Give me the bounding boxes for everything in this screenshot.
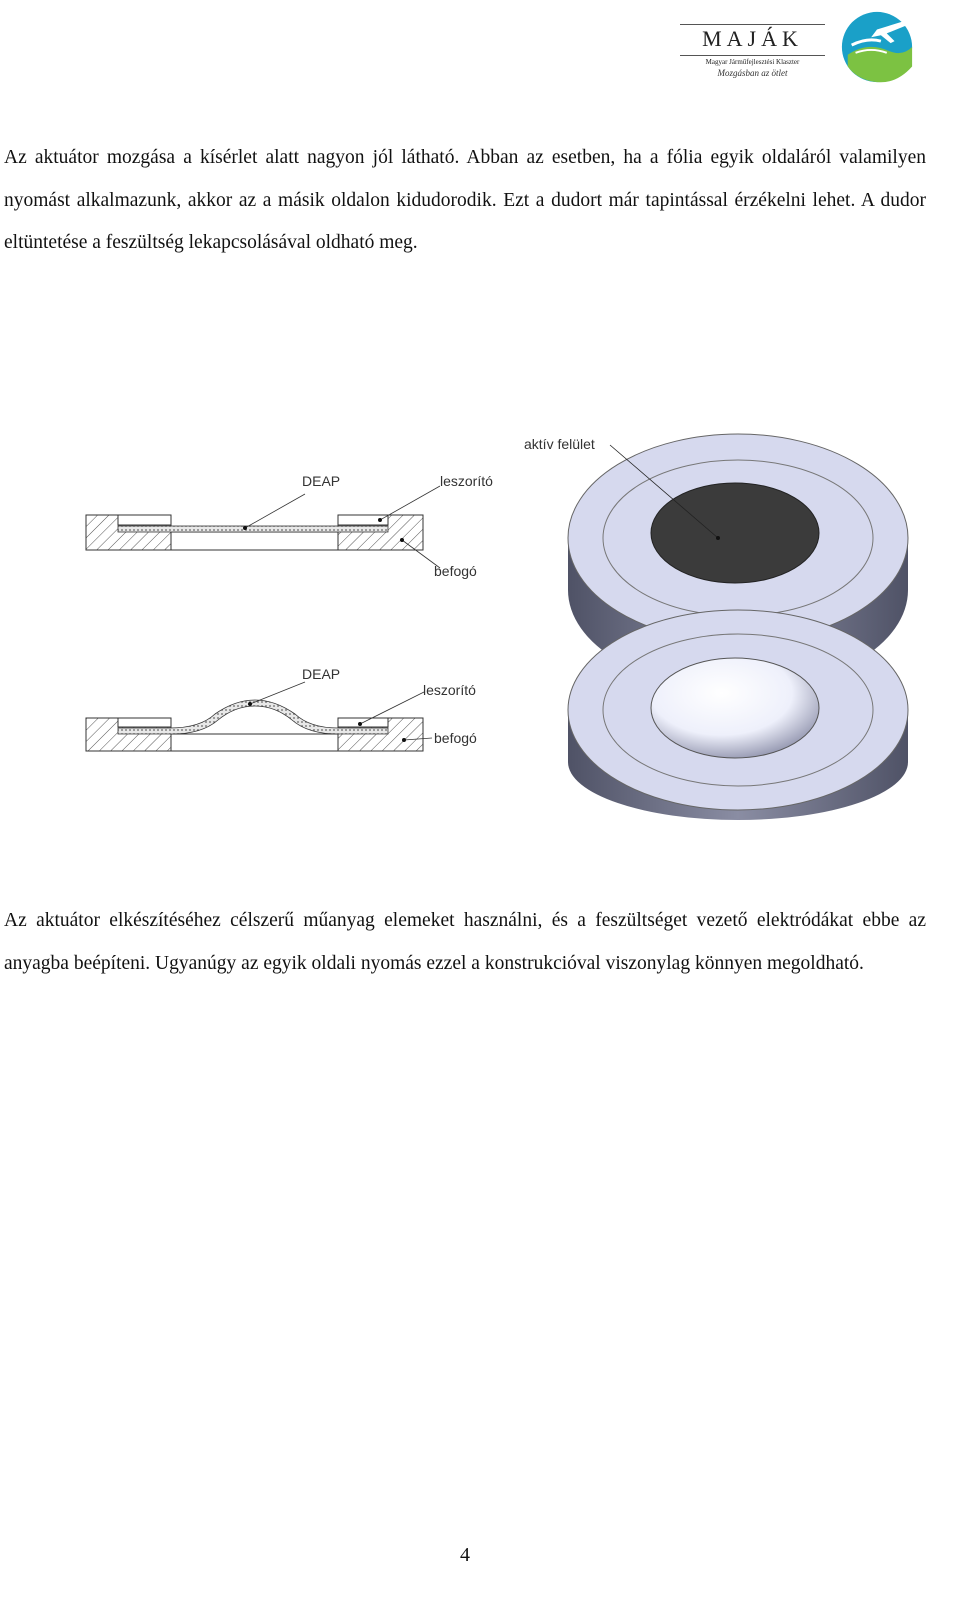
actuator-drawing bbox=[85, 433, 909, 820]
ring-bottom bbox=[567, 609, 909, 820]
label-leszorito-bottom: leszorító bbox=[423, 682, 476, 698]
logo-subtitle: Magyar Járműfejlesztési Klaszter bbox=[705, 58, 800, 66]
paragraph-1: Az aktuátor mozgása a kísérlet alatt nag… bbox=[4, 147, 926, 253]
paragraph-2: Az aktuátor elkészítéséhez célszerű műan… bbox=[4, 910, 926, 974]
actuator-figure: DEAP leszorító befogó DEAP leszorító bef… bbox=[0, 420, 960, 840]
cross-section-flat bbox=[85, 485, 441, 569]
label-leszorito-top: leszorító bbox=[440, 473, 493, 489]
label-befogo-bottom: befogó bbox=[434, 730, 477, 746]
label-deap-top: DEAP bbox=[302, 473, 341, 489]
cross-section-bulged bbox=[85, 681, 433, 752]
logo-name: MAJÁK bbox=[702, 26, 803, 51]
label-befogo-top: befogó bbox=[434, 563, 477, 579]
logo-rule-bottom bbox=[680, 55, 825, 56]
logo-rule-top bbox=[680, 24, 825, 25]
page-number: 4 bbox=[460, 1544, 470, 1566]
label-deap-bottom: DEAP bbox=[302, 666, 341, 682]
label-active-surface: aktív felület bbox=[524, 436, 595, 452]
logo-motto: Mozgásban az ötlet bbox=[717, 68, 788, 78]
header-logo: MAJÁK Magyar Járműfejlesztési Klaszter M… bbox=[680, 8, 920, 88]
logo-emblem-icon bbox=[841, 11, 913, 83]
